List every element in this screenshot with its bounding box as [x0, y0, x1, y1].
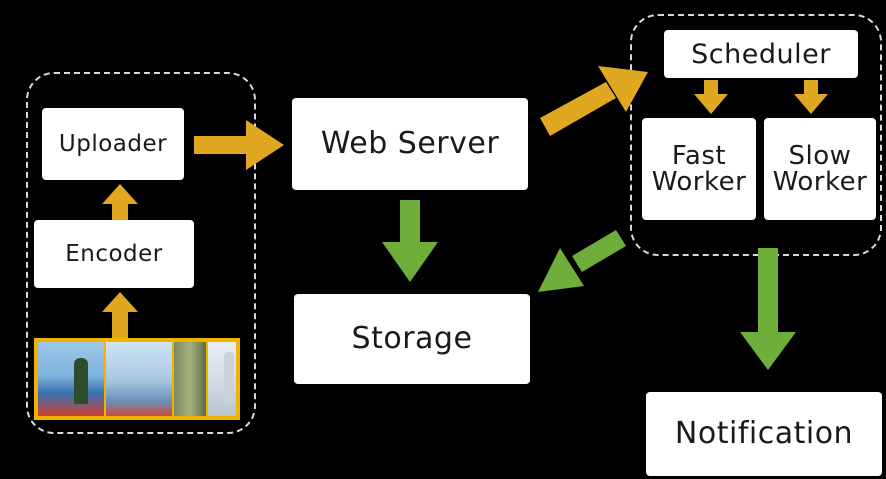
- arrow-frames-to-encoder: [102, 292, 138, 338]
- arrow-webserver-to-scheduler: [540, 66, 648, 136]
- encoder-box: Encoder: [34, 220, 194, 288]
- notification-box: Notification: [646, 392, 882, 476]
- arrow-webserver-to-storage: [382, 200, 438, 282]
- slow-worker-box: Slow Worker: [764, 118, 876, 220]
- arrow-scheduler-to-fast: [694, 80, 728, 114]
- fast-worker-box: Fast Worker: [642, 118, 756, 220]
- uploader-box: Uploader: [42, 108, 184, 180]
- web-server-box: Web Server: [292, 98, 528, 190]
- arrow-workers-to-storage: [538, 230, 626, 292]
- storage-box: Storage: [294, 294, 530, 384]
- arrow-workers-to-notification: [740, 248, 796, 370]
- arrow-uploader-to-webserver: [194, 120, 284, 170]
- video-frames-image: [34, 338, 240, 420]
- arrow-scheduler-to-slow: [794, 80, 828, 114]
- scheduler-box: Scheduler: [664, 30, 858, 78]
- arrow-encoder-to-uploader: [102, 184, 138, 220]
- worker-group: [630, 14, 882, 256]
- client-group: [26, 72, 256, 434]
